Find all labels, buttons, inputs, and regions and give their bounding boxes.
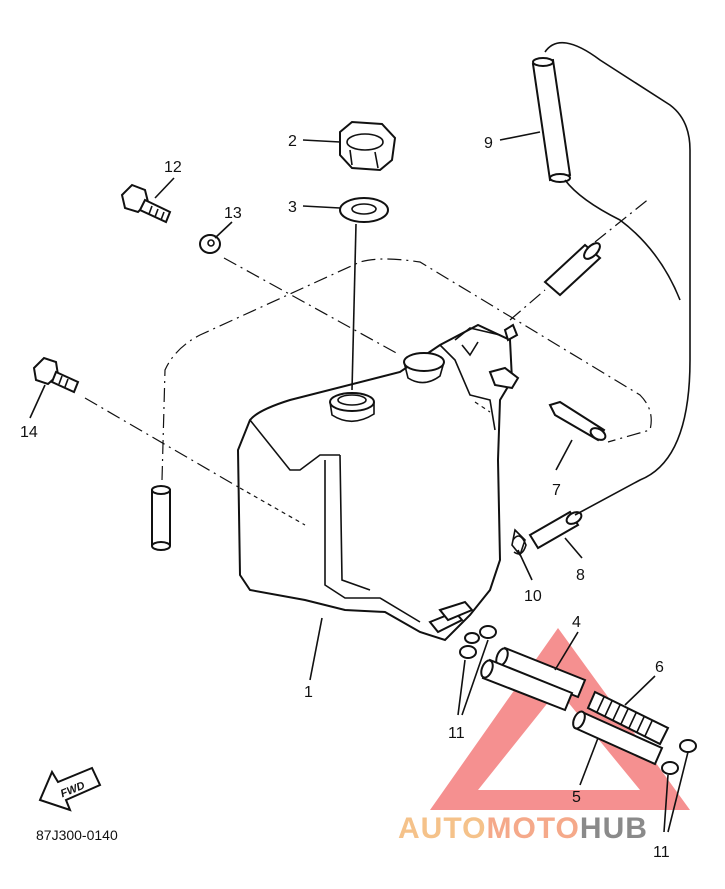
oil-tank xyxy=(236,323,526,642)
callout-2: 2 xyxy=(288,133,297,150)
leader-lines xyxy=(29,131,689,833)
bolt-14 xyxy=(32,356,80,394)
short-hose-left xyxy=(151,485,171,551)
callout-3: 3 xyxy=(288,199,297,216)
callout-4: 4 xyxy=(572,614,581,631)
fwd-arrow-icon xyxy=(38,766,102,812)
callout-9: 9 xyxy=(484,135,493,152)
callout-6: 6 xyxy=(655,659,664,676)
callout-11a: 11 xyxy=(448,725,465,742)
callout-11b: 11 xyxy=(653,844,670,861)
hose-6 xyxy=(586,690,670,746)
cap-gasket xyxy=(339,197,389,223)
callout-13: 13 xyxy=(224,205,242,222)
washer-13 xyxy=(199,234,221,254)
watermark-part-3: HUB xyxy=(580,812,648,845)
callout-10: 10 xyxy=(524,588,542,605)
hose-8 xyxy=(528,510,583,550)
watermark-text: AUTOMOTOHUB xyxy=(398,812,648,845)
diagram-code: 87J300-0140 xyxy=(36,827,118,843)
oil-tank-cap xyxy=(339,120,397,172)
clips-11-left xyxy=(459,625,497,659)
callout-1: 1 xyxy=(304,684,313,701)
callout-5: 5 xyxy=(572,789,581,806)
hose-5 xyxy=(572,710,664,766)
assembly-guide-lines xyxy=(84,41,691,526)
callout-7: 7 xyxy=(552,482,561,499)
watermark-part-2: MOTO xyxy=(486,812,579,845)
hose-4 xyxy=(480,646,587,712)
short-hose-upper xyxy=(543,242,602,297)
watermark-part-1: AUTO xyxy=(398,812,486,845)
callout-12: 12 xyxy=(164,159,182,176)
hose-9 xyxy=(531,57,572,183)
clips-11-right xyxy=(661,739,697,775)
bolt-12 xyxy=(120,183,172,224)
callout-8: 8 xyxy=(576,567,585,584)
callout-14: 14 xyxy=(20,424,38,441)
watermark-logo-triangle xyxy=(430,628,690,810)
hose-7 xyxy=(548,400,607,442)
clip-10 xyxy=(512,535,527,555)
